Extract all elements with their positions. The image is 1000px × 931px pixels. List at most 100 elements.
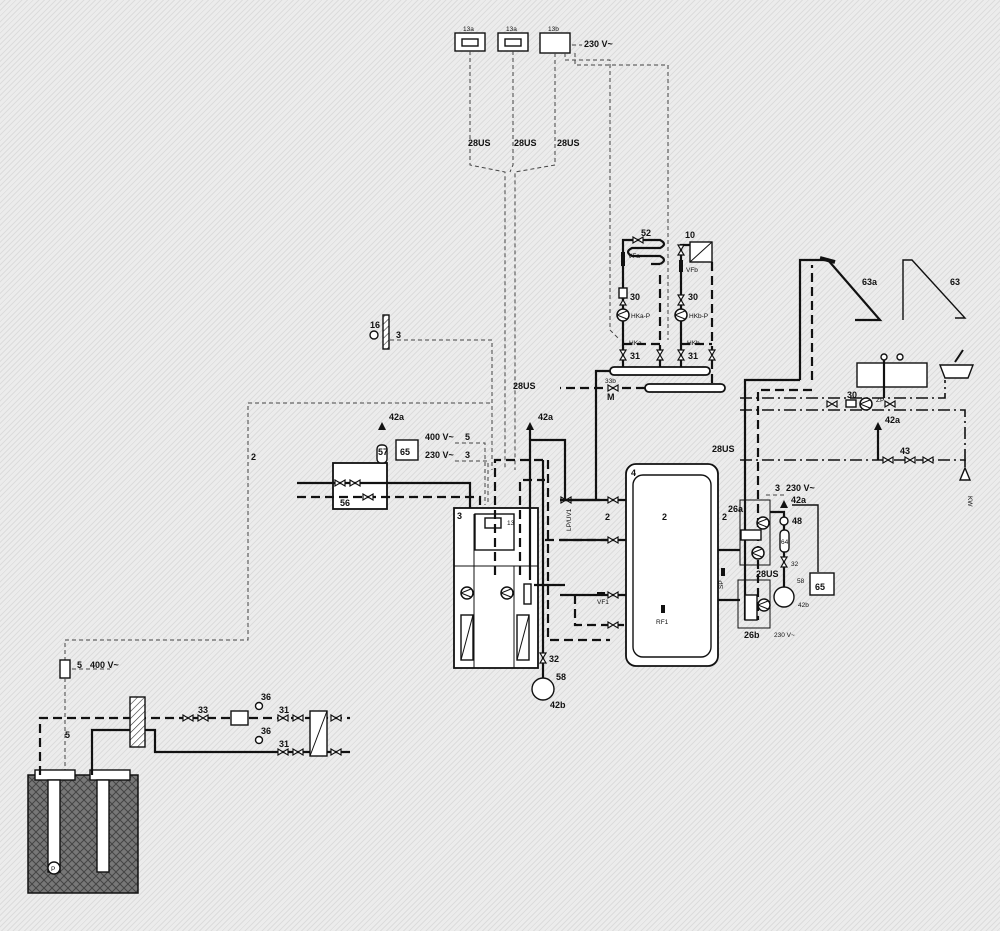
- expansion-tank-57: [376, 444, 388, 464]
- label-43: 43: [900, 446, 910, 456]
- label-13a: 13a: [463, 26, 474, 33]
- solar-collector-63a: [798, 256, 883, 380]
- label-sp: SP: [718, 580, 725, 589]
- label-42a: 42a: [389, 412, 405, 422]
- label-30: 30: [847, 390, 857, 400]
- heating-circuit-b: [674, 241, 716, 388]
- label-33b: 33b: [605, 378, 616, 385]
- label-56: 56: [340, 498, 350, 508]
- label-p: P: [51, 866, 55, 873]
- label-2: 2: [662, 512, 667, 522]
- label-65: 65: [815, 582, 825, 592]
- power-label-400v: 400 V~: [425, 432, 454, 442]
- label-m: M: [607, 392, 615, 402]
- label-3: 3: [396, 330, 401, 340]
- label-4: 4: [631, 468, 636, 478]
- label-5: 5: [465, 432, 470, 442]
- label-42a: 42a: [538, 412, 554, 422]
- power-label-400v: 400 V~: [90, 660, 119, 670]
- label-3: 3: [457, 511, 462, 521]
- label-58: 58: [797, 578, 805, 585]
- bus-label: 28US: [712, 444, 735, 454]
- solar-station-26a: [739, 499, 771, 566]
- label-31: 31: [688, 351, 698, 361]
- controller-13b[interactable]: 13b: [539, 26, 571, 54]
- label-hkb: HKb: [687, 340, 700, 347]
- label-rf1: RF1: [656, 619, 669, 626]
- label-16: 16: [370, 320, 380, 330]
- return-manifold: [644, 383, 726, 393]
- label-vfb: VFb: [686, 267, 698, 274]
- label-32: 32: [791, 561, 799, 568]
- heating-circuit-a: [616, 236, 666, 370]
- label-30: 30: [630, 292, 640, 302]
- label-42a: 42a: [885, 415, 901, 425]
- label-5: 5: [65, 730, 70, 740]
- label-57: 57: [378, 447, 388, 457]
- label-zp: ZP: [876, 397, 884, 404]
- wall-penetration: [129, 696, 146, 748]
- outdoor-sensor-16: [369, 314, 390, 350]
- label-lp-uv1: LP/UV1: [566, 508, 573, 531]
- label-42b: 42b: [550, 700, 566, 710]
- label-2: 2: [722, 512, 727, 522]
- bus-label: 28US: [513, 381, 536, 391]
- label-10: 10: [685, 230, 695, 240]
- label-2: 2: [251, 452, 256, 462]
- bus-label: 28US: [557, 138, 580, 148]
- bus-label: 28US: [468, 138, 491, 148]
- washbasin: [938, 349, 975, 379]
- power-label-230v: 230 V~: [786, 483, 815, 493]
- expansion-vessel-42b: [773, 586, 795, 608]
- supply-manifold: [609, 366, 711, 376]
- power-label-230v: 230 V~: [584, 39, 613, 49]
- label-3: 3: [775, 483, 780, 493]
- power-label-230v-small: 230 V~: [774, 632, 795, 639]
- label-13a: 13a: [506, 26, 517, 33]
- solar-collector-63: [902, 259, 967, 320]
- label-13: 13: [507, 520, 515, 527]
- label-36: 36: [261, 692, 271, 702]
- storage-tank-4: [625, 463, 719, 667]
- bus-label: 28US: [756, 569, 779, 579]
- solar-station-26b: [737, 579, 771, 629]
- label-13b: 13b: [548, 26, 559, 33]
- label-5: 5: [77, 660, 82, 670]
- label-31: 31: [279, 739, 289, 749]
- label-42b: 42b: [798, 602, 809, 609]
- label-63a: 63a: [862, 277, 878, 287]
- label-31: 31: [279, 705, 289, 715]
- label-65: 65: [400, 447, 410, 457]
- label-hka-p: HKa-P: [631, 313, 650, 320]
- expansion-vessel-42b: [531, 677, 555, 701]
- well-pump-switch: [59, 659, 71, 679]
- room-controller-13a-2[interactable]: 13a: [497, 26, 529, 52]
- groundwater-well: [27, 774, 139, 894]
- well-pump-icon: [47, 861, 61, 875]
- label-vfa: VFa: [628, 253, 640, 260]
- label-30: 30: [688, 292, 698, 302]
- label-2: 2: [605, 512, 610, 522]
- pressure-gauge-48: [779, 516, 789, 526]
- fill-tank-65: [395, 439, 419, 461]
- bathtub: [856, 353, 928, 388]
- label-kw: KW: [966, 496, 973, 507]
- label-32: 32: [549, 654, 559, 664]
- cold-water-inlet-arrow: [958, 466, 972, 481]
- label-26a: 26a: [728, 504, 744, 514]
- label-hkb-p: HKb-P: [689, 313, 708, 320]
- label-36: 36: [261, 726, 271, 736]
- label-hka: HKa: [629, 340, 642, 347]
- heat-pump-unit[interactable]: [453, 507, 539, 669]
- label-48: 48: [792, 516, 802, 526]
- label-33: 33: [198, 705, 208, 715]
- label-63: 63: [950, 277, 960, 287]
- label-42a: 42a: [791, 495, 807, 505]
- label-26b: 26b: [744, 630, 760, 640]
- power-label-230v: 230 V~: [425, 450, 454, 460]
- label-58: 58: [556, 672, 566, 682]
- room-controller-13a-1[interactable]: 13a: [454, 26, 486, 52]
- label-64: 64: [781, 539, 789, 546]
- bus-label: 28US: [514, 138, 537, 148]
